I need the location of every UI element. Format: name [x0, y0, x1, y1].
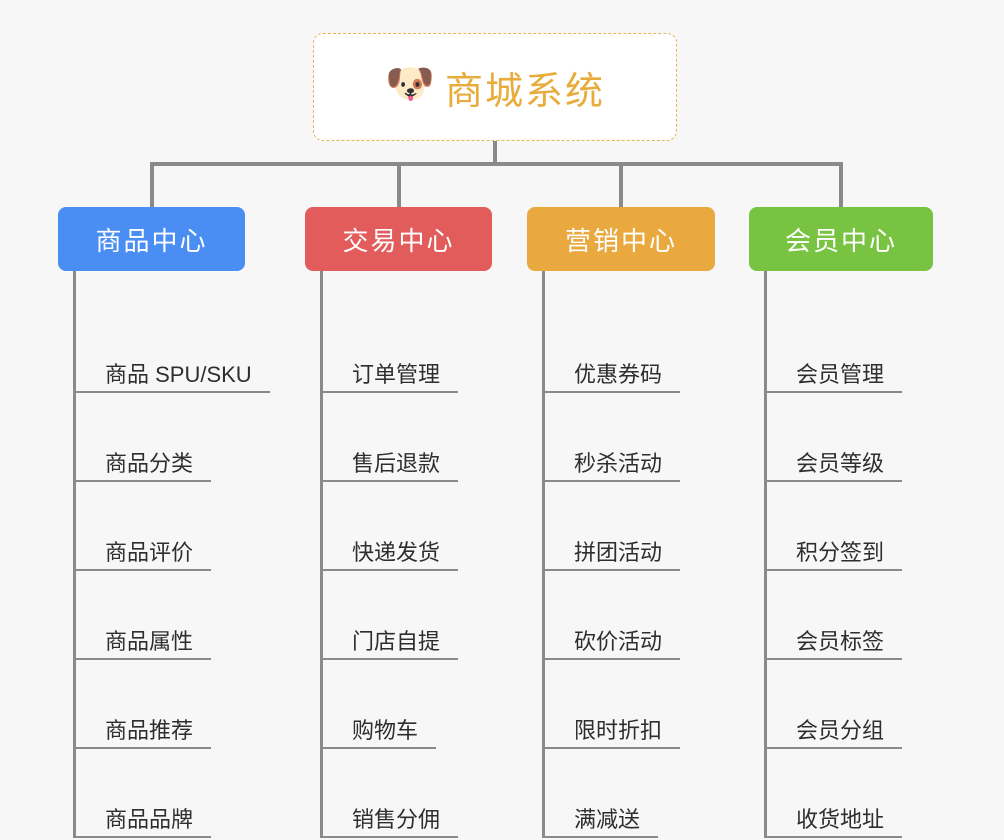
- leaf-item-label: 售后退款: [352, 451, 441, 476]
- leaf-item[interactable]: 秒杀活动: [542, 438, 681, 482]
- branch-drop-line-1: [149, 162, 154, 207]
- branch-trunk: [542, 271, 545, 838]
- leaf-item[interactable]: 拼团活动: [542, 527, 681, 571]
- leaf-item-label: 会员等级: [796, 451, 885, 476]
- leaf-item-label: 会员分组: [796, 718, 885, 743]
- leaf-item-label: 拼团活动: [574, 540, 663, 565]
- leaf-item[interactable]: 优惠券码: [542, 349, 681, 393]
- leaf-item[interactable]: 砍价活动: [542, 616, 681, 660]
- leaf-item[interactable]: 门店自提: [320, 616, 459, 660]
- branch-drop-line-3: [619, 162, 623, 207]
- branch-drop-line-4: [839, 162, 843, 207]
- leaf-item-label: 订单管理: [352, 362, 441, 387]
- leaf-item-label: 收货地址: [796, 807, 885, 832]
- category-column: 交易中心订单管理售后退款快递发货门店自提购物车销售分佣: [305, 207, 492, 838]
- category-header-label: 会员中心: [784, 225, 897, 256]
- leaf-item-label: 快递发货: [352, 540, 441, 565]
- leaf-item[interactable]: 商品属性: [73, 616, 212, 660]
- horizontal-bus-line: [149, 162, 843, 166]
- branch-trunk: [320, 271, 323, 838]
- leaf-item-label: 秒杀活动: [574, 451, 663, 476]
- leaf-item-label: 会员管理: [796, 362, 885, 387]
- category-header-label: 营销中心: [564, 225, 677, 256]
- leaf-item[interactable]: 快递发货: [320, 527, 459, 571]
- leaf-item-label: 门店自提: [352, 629, 441, 654]
- leaf-item[interactable]: 售后退款: [320, 438, 459, 482]
- category-header-2[interactable]: 交易中心: [305, 207, 492, 271]
- leaf-item[interactable]: 商品分类: [73, 438, 212, 482]
- leaf-item-label: 会员标签: [796, 629, 885, 654]
- leaf-item[interactable]: 收货地址: [764, 794, 903, 838]
- leaf-item-label: 购物车: [352, 718, 419, 743]
- leaf-item[interactable]: 订单管理: [320, 349, 459, 393]
- category-header-3[interactable]: 营销中心: [527, 207, 715, 271]
- root-title: 商城系统: [444, 70, 605, 113]
- category-header-label: 交易中心: [342, 225, 455, 256]
- leaf-item-label: 商品分类: [105, 451, 194, 476]
- leaf-item[interactable]: 积分签到: [764, 527, 903, 571]
- category-column: 营销中心优惠券码秒杀活动拼团活动砍价活动限时折扣满减送: [527, 207, 715, 838]
- leaf-item[interactable]: 限时折扣: [542, 705, 681, 749]
- leaf-item[interactable]: 销售分佣: [320, 794, 459, 838]
- leaf-item-label: 商品推荐: [105, 718, 194, 743]
- leaf-item-label: 商品评价: [105, 540, 194, 565]
- leaf-item[interactable]: 商品评价: [73, 527, 212, 571]
- category-header-1[interactable]: 商品中心: [58, 207, 245, 271]
- leaf-item[interactable]: 商品 SPU/SKU: [73, 349, 270, 393]
- leaf-item[interactable]: 商品推荐: [73, 705, 212, 749]
- branch-trunk: [73, 271, 76, 838]
- category-header-label: 商品中心: [95, 225, 208, 256]
- leaf-item-label: 积分签到: [796, 540, 885, 565]
- leaf-item[interactable]: 会员管理: [764, 349, 903, 393]
- leaf-item[interactable]: 满减送: [542, 794, 659, 838]
- leaf-item-label: 商品 SPU/SKU: [105, 362, 252, 387]
- leaf-item-label: 商品属性: [105, 629, 194, 654]
- leaf-item[interactable]: 会员等级: [764, 438, 903, 482]
- leaf-item[interactable]: 商品品牌: [73, 794, 212, 838]
- dog-face-icon: 🐶: [384, 62, 435, 106]
- leaf-item[interactable]: 购物车: [320, 705, 437, 749]
- leaf-item-label: 商品品牌: [105, 807, 194, 832]
- leaf-item-label: 满减送: [574, 807, 641, 832]
- leaf-item-label: 砍价活动: [574, 629, 663, 654]
- category-column: 会员中心会员管理会员等级积分签到会员标签会员分组收货地址: [749, 207, 933, 838]
- leaf-item[interactable]: 会员分组: [764, 705, 903, 749]
- root-node[interactable]: 🐶 商城系统: [313, 33, 677, 141]
- branch-drop-line-2: [396, 162, 401, 207]
- category-header-4[interactable]: 会员中心: [749, 207, 933, 271]
- leaf-item-label: 优惠券码: [574, 362, 663, 387]
- root-stem-line: [493, 141, 497, 166]
- leaf-item-label: 限时折扣: [574, 718, 663, 743]
- branch-trunk: [764, 271, 767, 838]
- leaf-item-label: 销售分佣: [352, 807, 441, 832]
- leaf-item[interactable]: 会员标签: [764, 616, 903, 660]
- category-column: 商品中心商品 SPU/SKU 商品分类商品评价商品属性商品推荐商品品牌: [58, 207, 270, 838]
